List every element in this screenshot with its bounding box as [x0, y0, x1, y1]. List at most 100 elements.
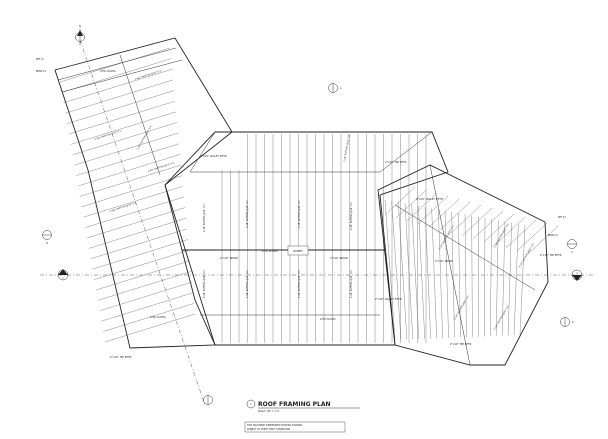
left-wing-rafter	[74, 132, 179, 166]
right-wing-jack-rafter	[450, 204, 482, 234]
left-wing-rafter	[68, 101, 176, 135]
grid-bubble-1: 1	[57, 269, 69, 281]
section-marker-b: B	[42, 230, 52, 245]
section-c-label: C	[571, 251, 573, 254]
rafter-callout-1: 2"x8" RAFTERS @16" O.C.	[134, 69, 162, 81]
grid-1-label: 1	[62, 277, 64, 280]
ridge-label-left: 2"x10" RIDGE	[220, 256, 238, 260]
disclaimer-line-1: THIS DOCUMENT REPRESENTS EXISTING FRAMIN…	[247, 424, 302, 427]
detail-number: 1	[250, 403, 252, 406]
right-wing-jack-rafter	[395, 189, 427, 219]
right-wing-rafter	[438, 209, 443, 339]
valley-label-right: 2"x10" VALLEY RFTR	[416, 197, 443, 201]
attic-access-label-top: ATTIC ACCESS	[100, 70, 116, 73]
right-wing-jack-rafter	[472, 210, 504, 240]
right-wing-rafter	[496, 220, 499, 336]
right-wing-jack-rafter	[417, 195, 449, 225]
valley-label-lower: 2"x10" VALLEY RFTR	[375, 297, 402, 301]
rafter-callout-4: 2"x8" RAFTERS @16" O.C.	[147, 161, 175, 173]
title-block: 1 ROOF FRAMING PLAN SCALE: 1/8" = 1'-0" …	[244, 399, 360, 433]
left-wing-rafter	[90, 228, 188, 259]
right-wing-jack-rafter	[439, 201, 471, 231]
section-d-label: D	[572, 321, 574, 324]
section-a-label: A	[340, 87, 342, 90]
rafter-callout-2: 2"x8" RAFTERS @16" O.C.	[94, 129, 122, 141]
right-wing-rafter	[398, 202, 408, 340]
right-wing-rafter	[484, 217, 486, 337]
right-wing-jack-rafter	[461, 207, 493, 237]
right-wing-rafter	[464, 214, 467, 338]
right-wing-rafter	[391, 201, 402, 340]
right-wing-rafter	[431, 208, 437, 339]
rafter-callout-9: 2"x8" RAFTERS @16" O.C.	[350, 201, 353, 230]
right-wing-rafter	[519, 224, 526, 336]
left-wing-rafter	[61, 58, 172, 93]
left-wing-rafter	[83, 186, 184, 218]
left-wing-rafter	[99, 281, 193, 311]
left-wing-rafter	[85, 196, 185, 228]
attic-access-label-left: ATTIC ACCESS	[150, 316, 166, 319]
left-wing-rafter	[104, 313, 196, 343]
right-wing-rafter	[471, 215, 473, 337]
left-wing-rafter	[101, 292, 194, 322]
left-wing-rafter	[86, 207, 186, 239]
chimney-box	[287, 245, 309, 256]
right-wing-jack-rafter	[494, 216, 526, 246]
left-wing-rafter	[77, 154, 181, 187]
attic-access-label: ATTIC ACCESS	[262, 250, 278, 253]
rafter-callout-10: 2"x8" RAFTERS @16" O.C.	[203, 269, 206, 298]
valley-label-left: 2"x10" VALLEY RFTR	[200, 154, 227, 158]
drawing-title: ROOF FRAMING PLAN	[258, 401, 331, 408]
left-wing-rafter	[92, 239, 189, 270]
right-wing-jack-rafter	[483, 213, 515, 243]
left-wing-rafter	[88, 218, 187, 249]
left-wing-rafter	[79, 164, 182, 197]
ref-label-left: REF 13	[36, 58, 44, 61]
right-wing-rafter	[444, 210, 449, 338]
right-wing-rafter	[384, 199, 396, 341]
left-wing-rafter	[97, 271, 192, 301]
section-marker-a: A	[328, 83, 342, 93]
drawing-scale: SCALE: 1/8" = 1'-0"	[258, 410, 279, 413]
ridge-label-wing: 2"x10" RIDGE	[435, 259, 453, 263]
hip-label-lower: 2"x10" HIP RFTR	[450, 342, 472, 346]
disclaimer-box	[244, 421, 346, 433]
left-wing-rafter	[94, 249, 190, 280]
section-marker-bottom	[203, 395, 213, 405]
attic-access-label-center: ATTIC ACCESS	[320, 318, 336, 321]
beam-label-right: BEAM 01	[548, 234, 558, 237]
rafter-callout-11: 2"x8" RAFTERS @16" O.C.	[246, 269, 249, 298]
left-wing-rafter	[72, 122, 178, 155]
right-wing-jack-rafter	[406, 192, 438, 222]
ref-label-right: REF 12	[558, 216, 566, 219]
right-wing-rafter	[404, 203, 414, 340]
right-wing-jack-rafter	[516, 222, 548, 252]
rafter-callout-12: 2"x8" RAFTERS @16" O.C.	[298, 269, 301, 298]
right-wing-rafter	[411, 204, 419, 340]
north-label: N	[79, 25, 81, 28]
chimney-label: CHIMNEY	[293, 250, 304, 253]
rafter-callout-6: 2"x8" RAFTERS @16" O.C.	[203, 203, 206, 232]
rafter-callout-14: 2"x8" RAFTERS @16" O.C.	[343, 133, 351, 162]
disclaimer-line-2: SUBJECT TO VERIFY FIELD CONDITIONS	[247, 428, 291, 431]
left-wing-rafter	[65, 79, 174, 114]
right-wing-rafter	[451, 211, 455, 338]
left-wing-rafter	[76, 143, 180, 176]
section-marker-d: D	[560, 317, 574, 327]
hip-label-top: 2"x10" HIP RFTR	[385, 160, 407, 164]
right-wing-jack-rafter	[527, 225, 559, 255]
grid-bubble-2: 2	[571, 269, 583, 281]
detail-number-bubble	[246, 399, 256, 409]
right-wing-jack-rafter	[505, 219, 537, 249]
right-wing-rafter	[490, 219, 492, 337]
hip-label-left: 2"x10" HIP RFTR	[110, 355, 132, 359]
ridge-label-right: 2"x10" RIDGE	[330, 256, 348, 260]
right-wing-jack-rafter	[384, 186, 416, 216]
section-b-label: B	[46, 242, 48, 245]
right-wing-rafters	[384, 186, 559, 341]
right-wing-rafter	[513, 223, 519, 336]
left-wing-rafter	[67, 90, 175, 124]
right-wing-roof	[377, 164, 559, 366]
left-wing-rafter	[103, 303, 195, 332]
